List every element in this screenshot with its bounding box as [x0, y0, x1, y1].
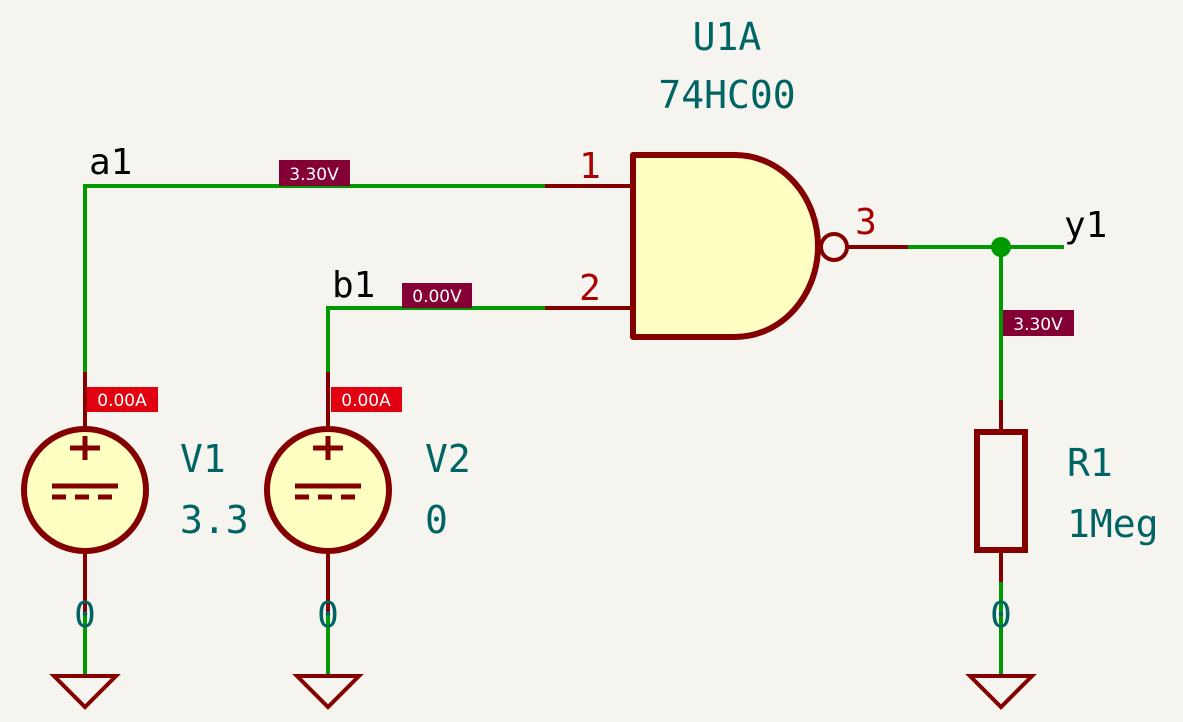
wire-b1[interactable] [326, 306, 547, 382]
current-tag-v1: 0.00A [87, 387, 158, 412]
ground-symbol-v2[interactable] [292, 674, 364, 710]
gate-body [630, 152, 821, 340]
current-tag-v2: 0.00A [331, 387, 402, 412]
svg-text:0.00V: 0.00V [412, 287, 462, 307]
voltage-tag-b1: 0.00V [402, 283, 472, 308]
voltage-tag-a1: 3.30V [279, 160, 350, 186]
source-v1-reference: V1 [180, 437, 226, 481]
wire-a1[interactable] [83, 184, 547, 382]
net-label-y1[interactable]: y1 [1064, 205, 1107, 246]
svg-text:3.30V: 3.30V [1013, 315, 1063, 335]
resistor-value: 1Meg [1067, 502, 1159, 546]
source-v2-reference: V2 [425, 437, 471, 481]
wire-y1[interactable] [906, 245, 1064, 402]
svg-text:0.00A: 0.00A [341, 391, 391, 411]
pin-number-3: 3 [855, 202, 877, 243]
gate-value: 74HC00 [658, 73, 795, 117]
pin-number-1: 1 [579, 146, 601, 187]
gate-inversion-bubble [819, 232, 849, 262]
junction-dot [991, 237, 1011, 257]
gate-reference: U1A [693, 15, 762, 59]
svg-text:3.30V: 3.30V [289, 165, 339, 185]
net-label-b1[interactable]: b1 [332, 265, 375, 306]
svg-text:0.00A: 0.00A [97, 391, 147, 411]
gnd-net-name-v2: 0 [317, 595, 339, 636]
voltage-source-v1[interactable] [21, 372, 149, 612]
gnd-net-name-r1: 0 [990, 595, 1012, 636]
pin-number-2: 2 [579, 268, 601, 309]
source-v1-value: 3.3 [180, 498, 249, 542]
ground-symbol-r1[interactable] [965, 674, 1037, 710]
voltage-tag-y1: 3.30V [1003, 310, 1074, 336]
source-v2-value: 0 [425, 498, 448, 542]
gnd-net-name-v1: 0 [74, 595, 96, 636]
ground-symbol-v1[interactable] [49, 674, 121, 710]
resistor-r1[interactable] [974, 400, 1028, 582]
net-label-a1[interactable]: a1 [89, 142, 132, 183]
voltage-source-v2[interactable] [264, 372, 392, 612]
resistor-reference: R1 [1067, 441, 1113, 485]
nand-gate-u1a[interactable] [545, 152, 908, 340]
